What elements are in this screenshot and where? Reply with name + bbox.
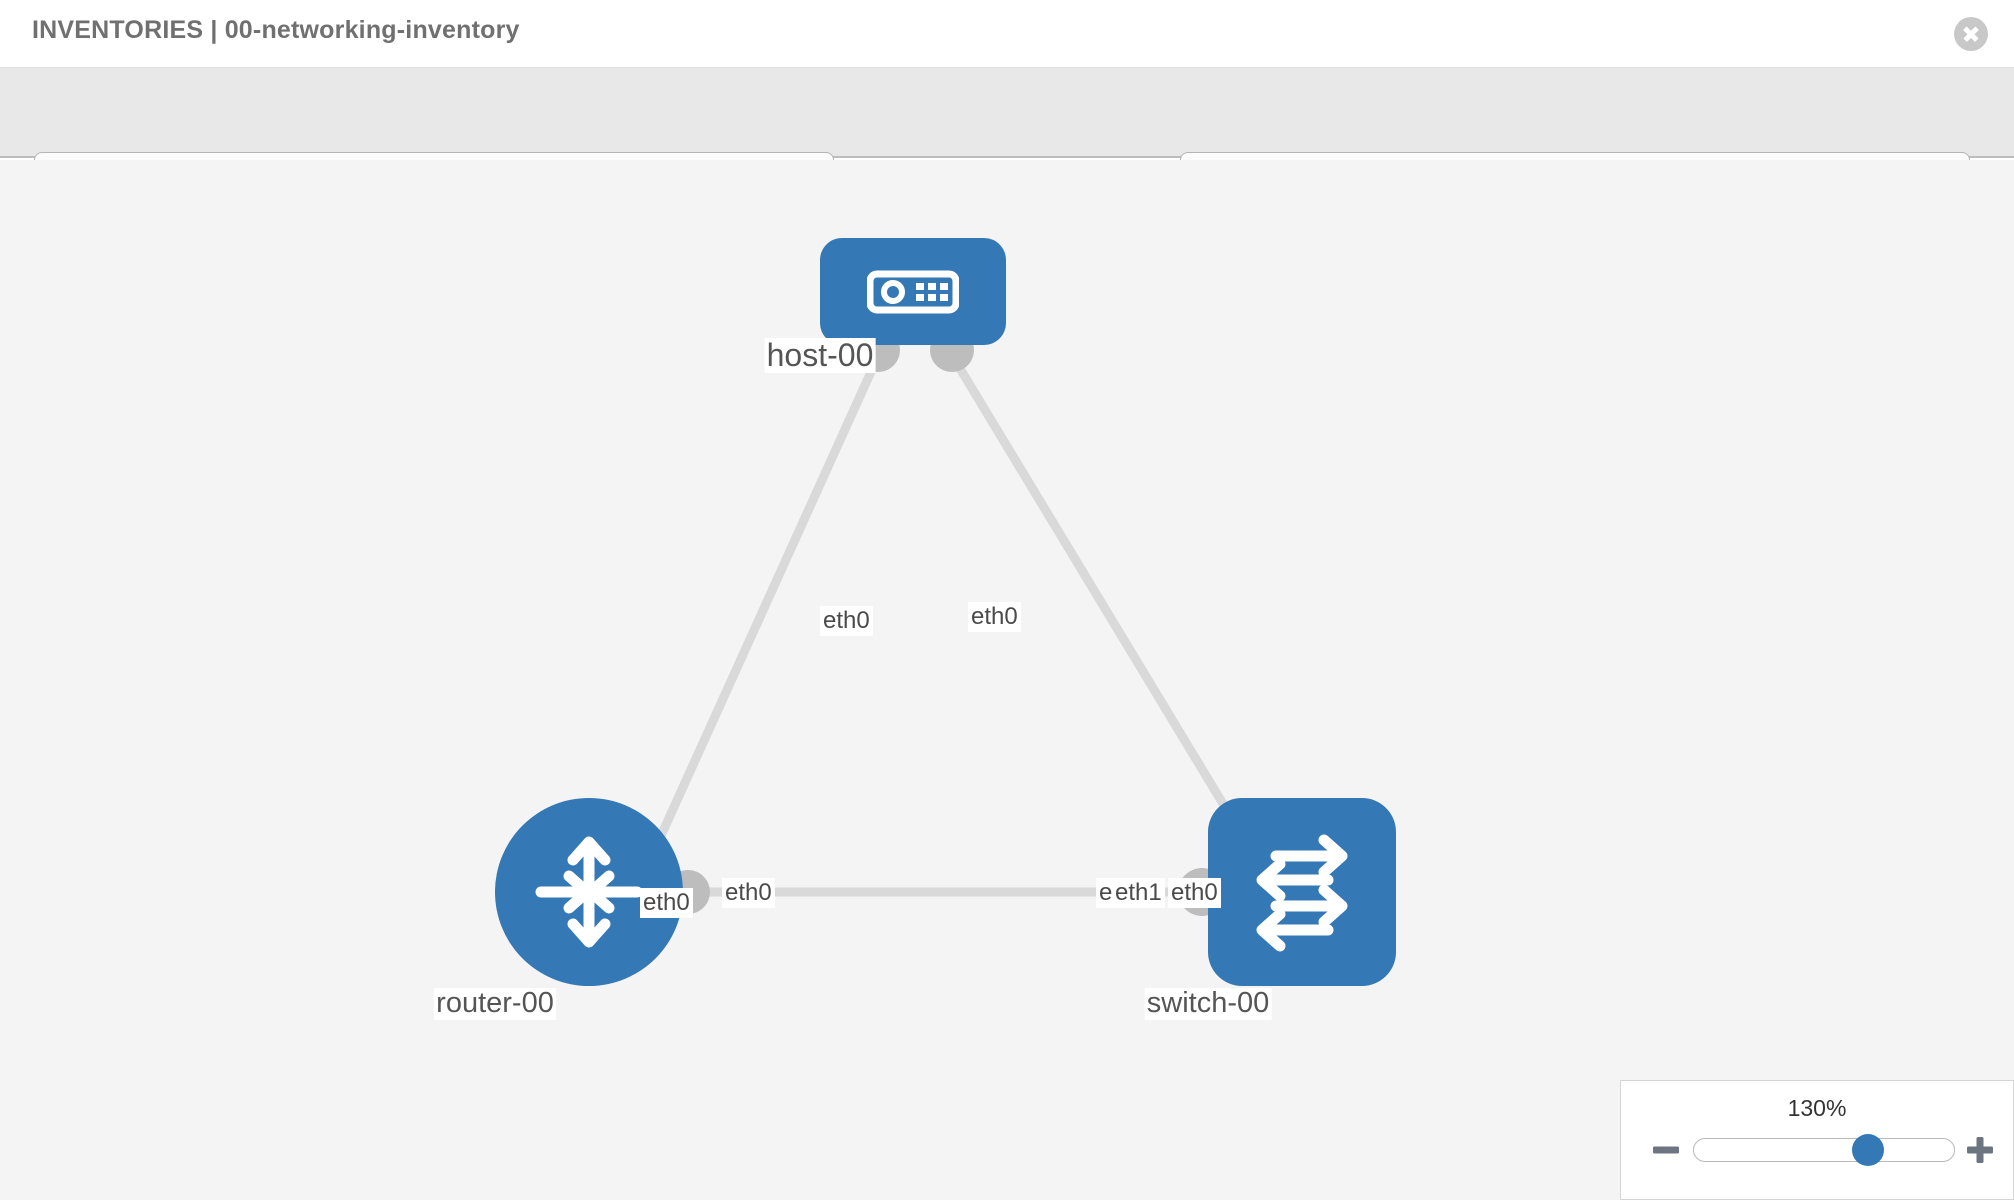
switch-node-label: switch-00 xyxy=(1144,987,1272,1020)
edge-host-router xyxy=(645,350,885,862)
server-icon xyxy=(867,268,959,316)
edge-label-router-right: eth0 xyxy=(722,878,775,908)
host-node-label: host-00 xyxy=(764,337,876,374)
host-node-shape[interactable] xyxy=(820,238,1006,345)
zoom-level-value: 130% xyxy=(1787,1095,1847,1121)
page-title: INVENTORIES | 00-networking-inventory xyxy=(32,16,520,44)
topology-edges xyxy=(645,328,1256,916)
edge-label-host-right: eth0 xyxy=(968,602,1021,632)
edge-label-switch-left: eth1 xyxy=(1112,878,1165,908)
switch-node-shape[interactable] xyxy=(1208,798,1396,986)
router-arrows-icon xyxy=(527,830,651,954)
zoom-slider-thumb[interactable] xyxy=(1852,1134,1885,1166)
zoom-slider[interactable] xyxy=(1693,1134,1955,1166)
page-header: INVENTORIES | 00-networking-inventory xyxy=(0,0,2014,68)
toolbar: ACTIONS SEARCH xyxy=(0,68,2014,204)
zoom-in-button[interactable] xyxy=(1963,1133,1997,1167)
edge-host-switch xyxy=(946,349,1244,835)
switch-arrows-icon xyxy=(1240,830,1364,954)
edge-label-host-left: eth0 xyxy=(820,606,873,636)
router-node-label: router-00 xyxy=(434,987,556,1020)
edge-label-router-up: eth0 xyxy=(640,888,693,918)
zoom-out-button[interactable] xyxy=(1649,1133,1683,1167)
zoom-control-panel: 130% xyxy=(1620,1080,2014,1200)
close-icon[interactable] xyxy=(1954,17,1988,51)
topology-canvas[interactable]: host-00 xyxy=(0,160,2014,1200)
edge-label-switch-up: eth0 xyxy=(1168,878,1221,908)
